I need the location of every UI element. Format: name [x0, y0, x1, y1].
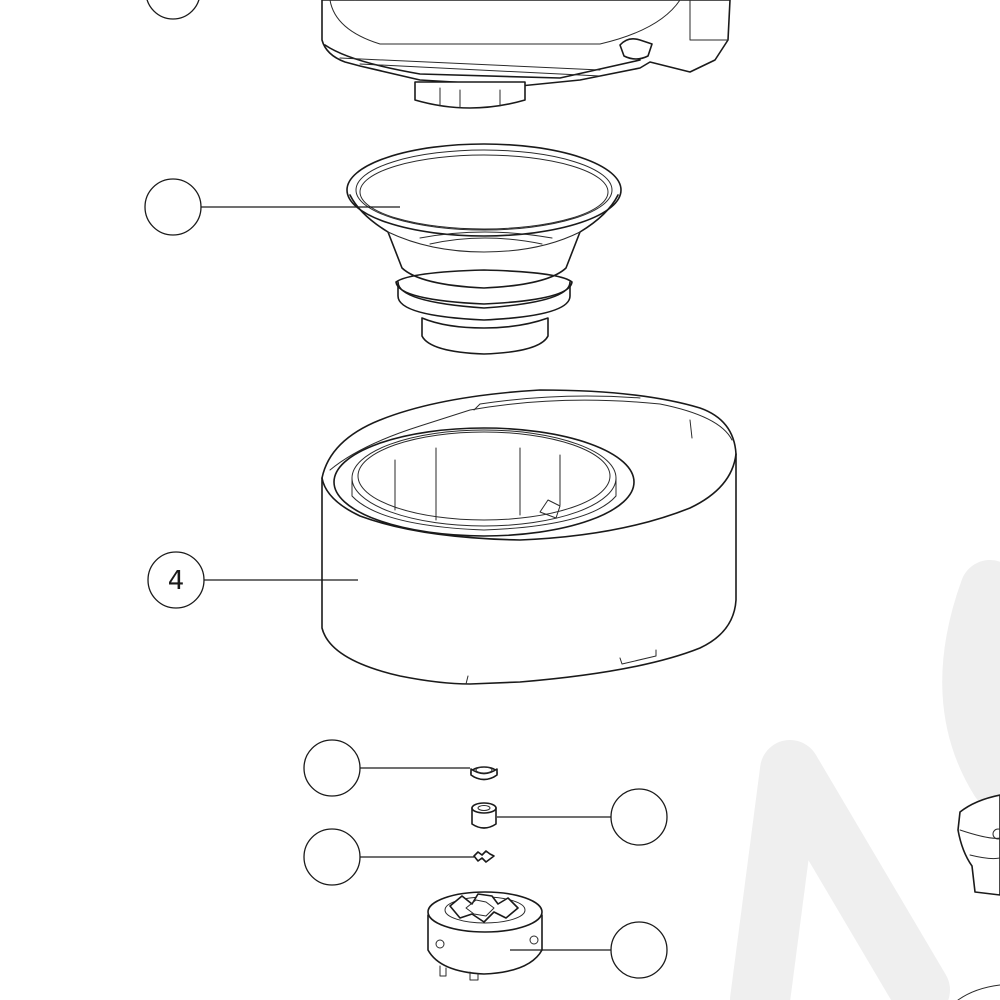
small-cap-part: [470, 766, 498, 781]
motor-cover-part: [321, 0, 731, 109]
svg-text:4: 4: [168, 566, 185, 596]
star-washer-part: [473, 850, 495, 863]
callout-top: [146, 0, 200, 20]
funnel-part: [346, 143, 622, 355]
side-part-fragment: [957, 794, 1000, 1000]
callout-coupler: [510, 921, 668, 979]
watermark: [730, 560, 1000, 1000]
callout-bushing: [497, 788, 668, 846]
callout-funnel: [144, 178, 400, 236]
housing-part: [321, 389, 737, 685]
coupler-part: [427, 891, 543, 981]
callout-small-cap: [303, 739, 470, 797]
bushing-part: [471, 802, 497, 829]
callout-housing: 4: [147, 551, 358, 609]
callout-star-washer: [303, 828, 474, 886]
